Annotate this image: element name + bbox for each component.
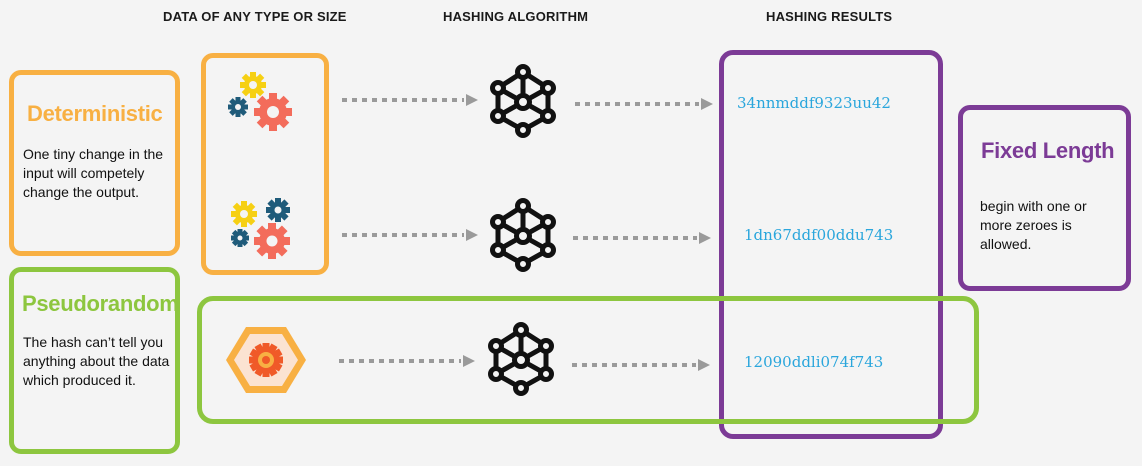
arrow-icon — [339, 355, 475, 367]
arrow-icon — [572, 359, 710, 371]
gears-icon — [228, 72, 292, 131]
hash-result-3: 12090ddli074f743 — [744, 353, 884, 371]
pseudorandom-row-box — [197, 296, 979, 424]
gears-icon — [231, 198, 290, 259]
fixed-length-card — [958, 105, 1131, 291]
input-data-box — [201, 53, 329, 275]
arrow-icon — [342, 229, 478, 241]
deterministic-title: Deterministic — [27, 101, 163, 126]
pseudorandom-card — [9, 267, 180, 454]
pseudorandom-title: Pseudorandom — [22, 291, 179, 316]
network-icon — [490, 198, 556, 272]
arrow-icon — [575, 98, 713, 110]
hash-result-2: 1dn67ddf00ddu743 — [744, 226, 894, 244]
fixed-length-title: Fixed Length — [981, 138, 1115, 163]
deterministic-card — [9, 70, 180, 256]
hashing-results-box — [719, 50, 943, 439]
header-results: HASHING RESULTS — [766, 9, 893, 24]
arrow-icon — [573, 232, 711, 244]
network-icon — [488, 322, 554, 396]
header-algorithm: HASHING ALGORITHM — [443, 9, 589, 24]
deterministic-text: One tiny change in the input will compet… — [23, 146, 164, 200]
network-icon — [490, 64, 556, 138]
hash-result-1: 34nnmddf9323uu42 — [737, 94, 891, 112]
pseudorandom-text: The hash can’t tell you anything about t… — [23, 334, 170, 388]
fixed-length-text: begin with one or more zeroes is allowed… — [980, 198, 1087, 252]
header-data: DATA OF ANY TYPE OR SIZE — [163, 9, 347, 24]
arrow-icon — [342, 94, 478, 106]
hexagon-gear-icon — [226, 327, 306, 393]
